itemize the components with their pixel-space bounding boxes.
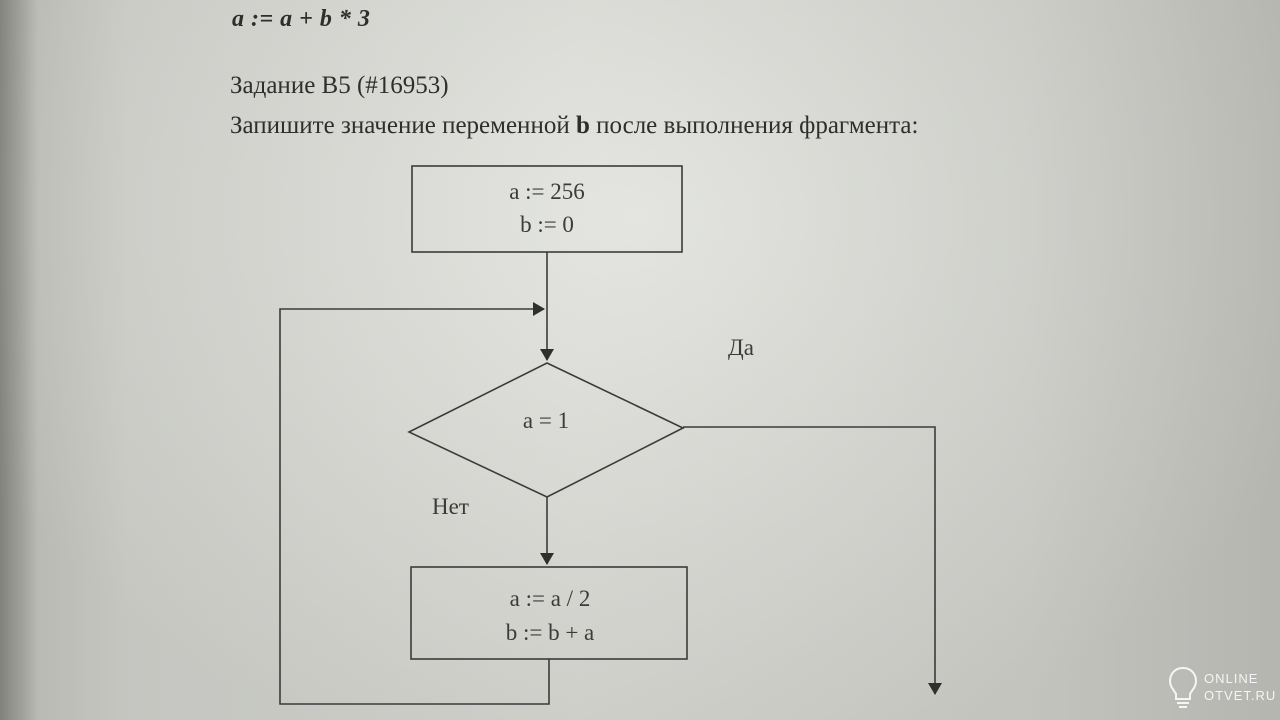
init-line-b: b := 0 <box>520 212 574 237</box>
init-line-a: a := 256 <box>509 179 585 204</box>
watermark-line-2: OTVET.RU <box>1204 688 1277 703</box>
watermark: ONLINE OTVET.RU <box>1166 664 1275 714</box>
task-title: Задание B5 (#16953) <box>230 72 449 99</box>
task-text-variable: b <box>575 112 590 139</box>
decision-condition: a = 1 <box>523 408 569 433</box>
body-block <box>410 566 688 660</box>
watermark-line-1: ONLINE <box>1204 671 1259 686</box>
body-line-a: a := a / 2 <box>510 586 591 611</box>
body-line-b: b := b + a <box>506 620 595 645</box>
watermark-text: ONLINE OTVET.RU <box>1204 670 1276 704</box>
task-text: Запишите значение переменной b после вып… <box>230 112 918 140</box>
formula-line: a := a + b * 3 <box>232 6 371 32</box>
no-label: Нет <box>432 494 469 519</box>
lightbulb-icon <box>1168 666 1198 708</box>
loop-back-line <box>279 302 550 705</box>
yes-label: Да <box>728 335 754 360</box>
task-text-after: после выполнения фрагмента: <box>589 112 919 139</box>
task-text-before: Запишите значение переменной <box>230 112 576 139</box>
yes-branch-line <box>683 426 942 695</box>
